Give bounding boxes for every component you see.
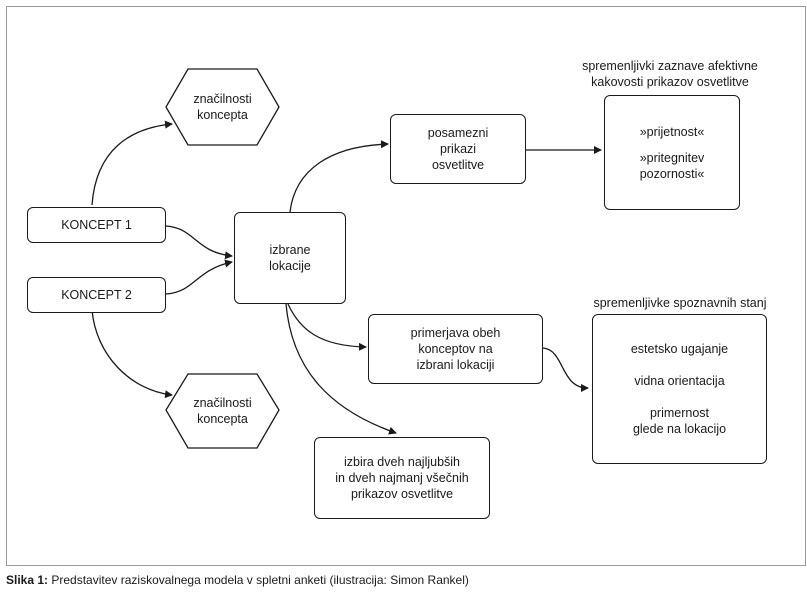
arrow-k1-znacilnosti: [91, 120, 173, 206]
arrow-k1-izbrane: [165, 225, 233, 260]
figure-caption: Slika 1: Predstavitev raziskovalnega mod…: [6, 573, 469, 587]
izbrane-lokacije-box: izbrane lokacije: [234, 212, 346, 304]
koncept-1-label: KONCEPT 1: [61, 218, 132, 232]
primerjava-box: primerjava obeh konceptov na izbrani lok…: [368, 314, 543, 384]
spoznavne-heading: spremenljivke spoznavnih stanj: [593, 296, 767, 310]
arrow-primerjava-spoznavne: [542, 347, 589, 392]
znacilnosti-top-label: značilnosti koncepta: [193, 92, 252, 122]
hexagon-bottom: [165, 373, 280, 449]
diagram-canvas: [91, 68, 602, 449]
koncept-1-box: KONCEPT 1: [27, 207, 166, 243]
caption-text: Predstavitev raziskovalnega modela v spl…: [48, 573, 469, 587]
arrow-izbrane-izbira: [285, 303, 397, 435]
caption-label: Slika 1:: [6, 573, 49, 587]
arrow-k2-izbrane: [165, 259, 233, 295]
posamezni-prikazi-box: posamezni prikazi osvetlitve: [390, 114, 526, 184]
znacilnosti-bottom-label: značilnosti koncepta: [193, 396, 252, 426]
afektivne-box: »prijetnost« »pritegnitev pozornosti«: [604, 95, 740, 210]
arrow-izbrane-primerjava: [287, 303, 367, 351]
koncept-2-box: KONCEPT 2: [27, 277, 166, 313]
arrow-izbrane-posamezni: [289, 140, 389, 213]
koncept-2-label: KONCEPT 2: [61, 288, 132, 302]
figure-frame: [6, 6, 806, 566]
hexagon-top: [165, 68, 280, 146]
spoznavne-box: estetsko ugajanje vidna orientacija prim…: [592, 314, 767, 464]
afektivne-heading: spremenljivki zaznave afektivne kakovost…: [582, 59, 758, 89]
arrow-k2-znacilnosti: [91, 309, 173, 399]
izbira-box: izbira dveh najljubših in dveh najmanj v…: [314, 437, 490, 519]
